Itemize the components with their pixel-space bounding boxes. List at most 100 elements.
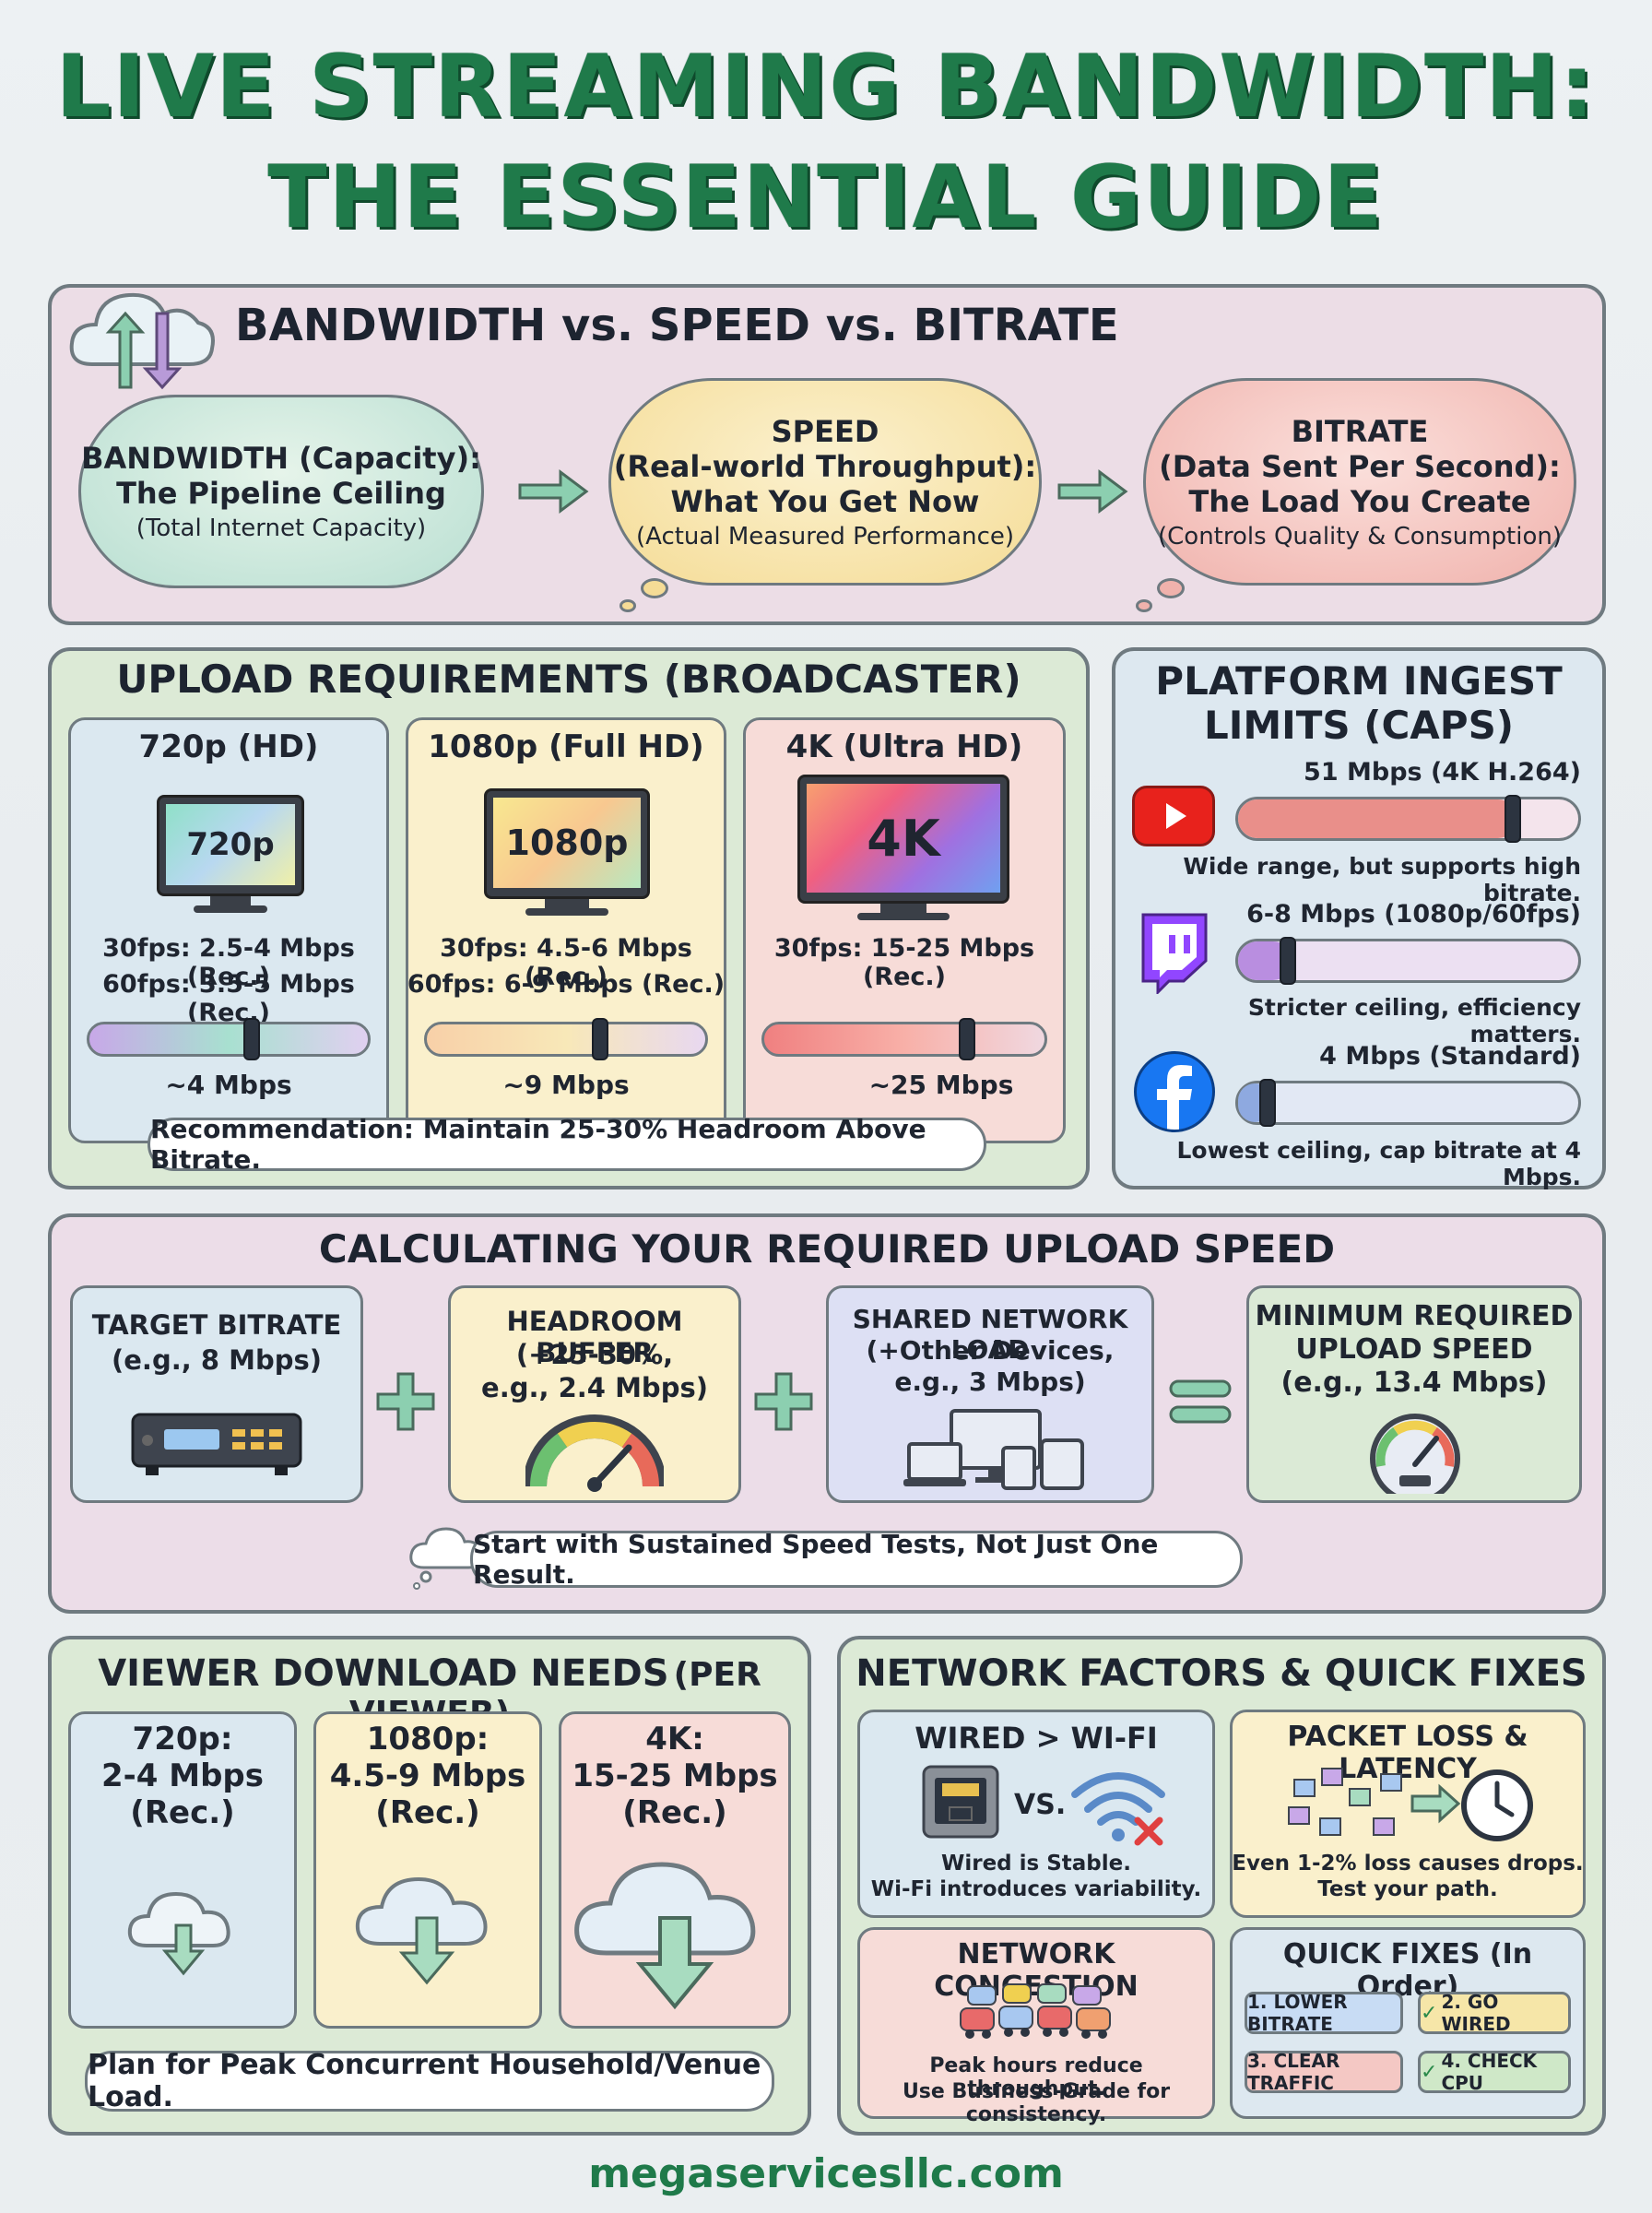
upload-card-1080p xyxy=(406,717,726,1143)
youtube-icon xyxy=(1132,786,1215,846)
platform-cap-note: Stricter ceiling, efficiency matters. xyxy=(1247,994,1581,1047)
bitrate-cloud: BITRATE (Data Sent Per Second): The Load… xyxy=(1143,378,1576,586)
platform-cap-knob xyxy=(1504,795,1521,843)
upload-card-4k xyxy=(743,717,1066,1143)
platform-cap-label: 4 Mbps (Standard) xyxy=(1319,1042,1581,1071)
calc-box-line2: (e.g., 8 Mbps) xyxy=(112,1344,322,1376)
footer-site-link[interactable]: megaservicesllc.com xyxy=(588,2150,1064,2197)
platform-cap-note: Lowest ceiling, cap bitrate at 4 Mbps. xyxy=(1176,1137,1581,1190)
upload-card-value: ~25 Mbps xyxy=(868,1070,1014,1100)
monitor-720p-icon: 720p xyxy=(157,795,304,915)
wired-vs-label: VS. xyxy=(1014,1789,1067,1821)
network-heading: NETWORK FACTORS & QUICK FIXES xyxy=(856,1652,1587,1695)
equals-icon xyxy=(1167,1378,1233,1426)
upload-card-rate-line1: 30fps: 2.5-4 Mbps (Rec.) xyxy=(102,934,355,991)
upload-level-knob xyxy=(242,1018,260,1060)
viewer-card-line3: (Rec.) xyxy=(622,1794,727,1831)
twitch-icon xyxy=(1136,911,1210,996)
viewer-card-line3: (Rec.) xyxy=(375,1794,480,1831)
cloud-download-icon xyxy=(570,1844,780,2016)
platform-cap-label: 6-8 Mbps (1080p/60fps) xyxy=(1246,900,1581,929)
viewer-card-line3: (Rec.) xyxy=(130,1794,235,1831)
cloud-updown-icon xyxy=(65,277,221,396)
platform-cap-label: 51 Mbps (4K H.264) xyxy=(1304,758,1581,787)
page-title-line1: LIVE STREAMING BANDWIDTH: xyxy=(55,37,1597,137)
viewer-card-line2: 4.5-9 Mbps xyxy=(329,1757,526,1794)
platform-cap-fill xyxy=(1238,799,1517,838)
arrow-right-icon xyxy=(1056,468,1129,515)
viewer-card-line2: 15-25 Mbps xyxy=(572,1757,778,1794)
congestion-title: NETWORK CONGESTION xyxy=(934,1938,1139,2003)
calc-box-line1: HEADROOM BUFFER xyxy=(506,1306,683,1368)
facebook-icon xyxy=(1134,1051,1215,1132)
upload-recommendation: Recommendation: Maintain 25-30% Headroom… xyxy=(148,1114,986,1175)
section1-heading: BANDWIDTH vs. SPEED vs. BITRATE xyxy=(235,300,1119,351)
bandwidth-cloud: BANDWIDTH (Capacity): The Pipeline Ceili… xyxy=(78,395,484,588)
calc-box-line3: e.g., 2.4 Mbps) xyxy=(481,1372,708,1403)
viewer-card-line2: 2-4 Mbps xyxy=(100,1757,264,1794)
traffic-cars-icon xyxy=(959,1981,1115,2051)
speed-cloud: SPEED (Real-world Throughput): What You … xyxy=(608,378,1042,586)
viewer-card-line1: 720p: xyxy=(132,1721,233,1757)
platform-cap-bar xyxy=(1235,1081,1581,1125)
calc-box-line1: SHARED NETWORK LOAD xyxy=(852,1304,1128,1365)
upload-heading: UPLOAD REQUIREMENTS (BROADCASTER) xyxy=(116,657,1021,702)
wifi-error-icon xyxy=(1068,1763,1169,1846)
ethernet-port-icon xyxy=(922,1765,999,1839)
upload-card-value: ~4 Mbps xyxy=(165,1070,292,1100)
wired-line1: Wired is Stable. xyxy=(940,1852,1131,1876)
platform-heading-line2: LIMITS (CAPS) xyxy=(1203,703,1515,748)
page-title-line2: THE ESSENTIAL GUIDE xyxy=(267,148,1385,248)
upload-card-rate-line1: 30fps: 15-25 Mbps (Rec.) xyxy=(773,934,1035,991)
viewer-card-720p xyxy=(68,1711,297,2029)
calc-box-line3: (e.g., 13.4 Mbps) xyxy=(1280,1367,1548,1399)
upload-level-knob xyxy=(591,1018,608,1060)
viewer-card-line1: 1080p: xyxy=(366,1721,490,1757)
upload-card-title: 4K (Ultra HD) xyxy=(785,728,1023,765)
quick-fix-3: 3. CLEAR TRAFFIC xyxy=(1245,2050,1403,2094)
congestion-line1: Peak hours reduce throughput. xyxy=(929,2054,1143,2101)
monitor-1080p-icon: 1080p xyxy=(484,788,650,917)
plus-icon xyxy=(372,1368,439,1435)
upload-card-value: ~9 Mbps xyxy=(502,1070,630,1100)
calc-box-line2: (+Other Devices, xyxy=(866,1335,1115,1366)
wired-line2: Wi-Fi introduces variability. xyxy=(870,1877,1202,1901)
gauge-icon xyxy=(523,1411,667,1492)
thought-bubble-dot xyxy=(620,599,636,612)
upload-level-bar xyxy=(761,1022,1047,1057)
viewer-note: Plan for Peak Concurrent Household/Venue… xyxy=(85,2049,774,2113)
congestion-card xyxy=(857,1927,1215,2119)
cloud-download-icon xyxy=(352,1863,503,1992)
cloud-download-icon xyxy=(124,1881,244,1982)
upload-card-rate-line2: 60fps: 6-9 Mbps (Rec.) xyxy=(407,970,726,999)
calc-box-line3: e.g., 3 Mbps) xyxy=(894,1367,1086,1397)
upload-card-rate-line1: 30fps: 4.5-6 Mbps (Rec.) xyxy=(440,934,692,991)
packet-line1: Even 1-2% loss causes drops. xyxy=(1232,1852,1584,1876)
calc-heading: CALCULATING YOUR REQUIRED UPLOAD SPEED xyxy=(318,1226,1336,1272)
wired-title: WIRED > WI-FI xyxy=(914,1721,1158,1756)
quick-fix-4: ✓4. CHECK CPU xyxy=(1418,2050,1571,2094)
monitor-4k-icon: 4K xyxy=(797,775,1009,922)
quick-fix-1: 1. LOWER BITRATE xyxy=(1245,1991,1403,2035)
router-icon xyxy=(129,1409,304,1479)
platform-cap-knob xyxy=(1258,1079,1276,1127)
checkmark-icon: ✓ xyxy=(1421,2001,1438,2025)
calc-box-line1: TARGET BITRATE xyxy=(91,1309,342,1341)
wired-card xyxy=(857,1710,1215,1918)
viewer-card-line1: 4K: xyxy=(645,1721,704,1757)
thought-bubble-dot xyxy=(641,578,668,598)
calc-box-line2: (+25-30%, xyxy=(515,1339,674,1370)
upload-card-rate-line2: 60fps: 3.5-5 Mbps (Rec.) xyxy=(102,970,355,1027)
devices-icon xyxy=(903,1407,1088,1492)
thought-bubble-dot xyxy=(1136,599,1152,612)
packet-title: PACKET LOSS & LATENCY xyxy=(1287,1721,1528,1785)
arrow-right-icon xyxy=(516,468,590,515)
calc-box-line1: MINIMUM REQUIRED xyxy=(1255,1300,1574,1332)
plus-icon xyxy=(750,1368,817,1435)
upload-level-bar xyxy=(87,1022,371,1057)
platform-cap-knob xyxy=(1280,937,1297,985)
speedometer-icon xyxy=(1363,1411,1468,1504)
calc-box-headroom xyxy=(448,1285,741,1503)
checkmark-icon: ✓ xyxy=(1421,2060,1438,2084)
platform-cap-note: Wide range, but supports high bitrate. xyxy=(1183,853,1581,906)
